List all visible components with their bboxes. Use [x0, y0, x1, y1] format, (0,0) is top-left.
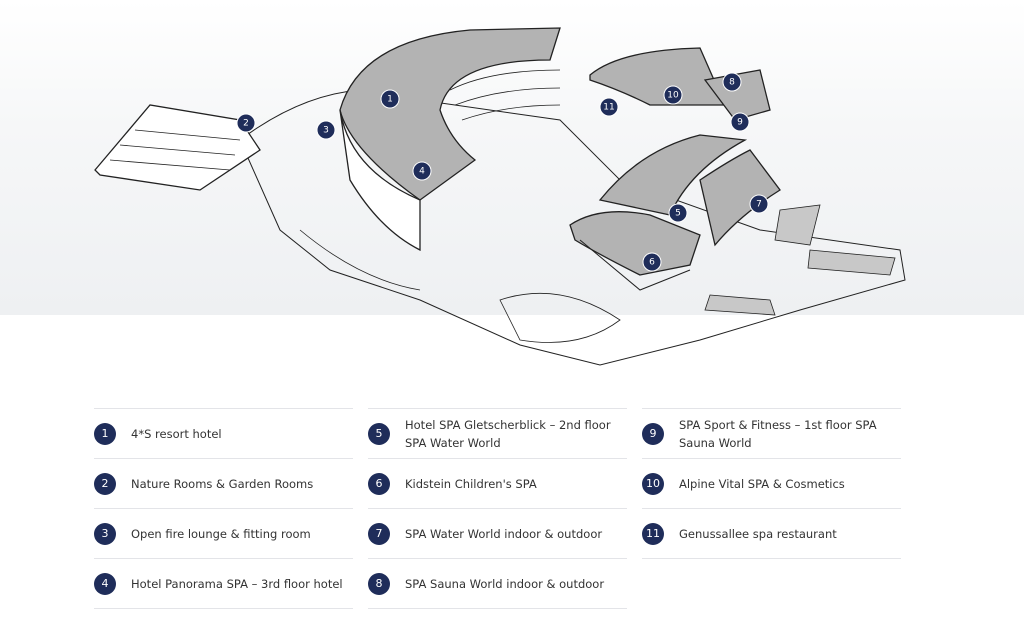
- legend-item: 4 Hotel Panorama SPA – 3rd floor hotel: [94, 558, 353, 609]
- number-badge: 11: [642, 522, 664, 545]
- building-spa-roof-5: [598, 134, 748, 216]
- legend-label: Nature Rooms & Garden Rooms: [131, 476, 314, 491]
- legend-column-3: 9 SPA Sport & Fitness – 1st floor SPA Sau…: [642, 408, 901, 609]
- legend-label: Hotel Panorama SPA – 3rd floor hotel: [131, 576, 343, 591]
- legend-label: Alpine Vital SPA & Cosmetics: [679, 476, 845, 491]
- number-badge: 2: [94, 472, 116, 495]
- building-spa-roof-7: [699, 149, 781, 247]
- number-badge: 6: [368, 472, 390, 495]
- legend-label: Open fire lounge & fitting room: [131, 526, 311, 541]
- number-badge: 1: [94, 422, 116, 445]
- map-marker-1[interactable]: 1: [380, 89, 400, 109]
- legend-label: Kidstein Children's SPA: [405, 476, 537, 491]
- map-marker-7[interactable]: 7: [749, 194, 769, 214]
- legend-item: 2 Nature Rooms & Garden Rooms: [94, 458, 353, 508]
- legend-label: 4*S resort hotel: [131, 426, 222, 441]
- building-spa-roof-8: [703, 69, 771, 121]
- legend-label: Hotel SPA Gletscherblick – 2nd floor SPA…: [405, 417, 611, 450]
- legend-item: 3 Open fire lounge & fitting room: [94, 508, 353, 558]
- legend-column-2: 5 Hotel SPA Gletscherblick – 2nd floor SP…: [368, 408, 627, 609]
- legend-label: SPA Water World indoor & outdoor: [405, 526, 603, 541]
- map-marker-6[interactable]: 6: [642, 252, 662, 272]
- legend-item: 5 Hotel SPA Gletscherblick – 2nd floor SP…: [368, 408, 627, 458]
- map-marker-3[interactable]: 3: [316, 120, 336, 140]
- map-marker-10[interactable]: 10: [663, 85, 683, 105]
- number-badge: 9: [642, 422, 664, 445]
- number-badge: 3: [94, 522, 116, 545]
- number-badge: 5: [368, 422, 390, 445]
- map-marker-11[interactable]: 11: [599, 97, 619, 117]
- map-marker-5[interactable]: 5: [668, 203, 688, 223]
- resort-sketch-map: [94, 27, 906, 366]
- number-badge: 10: [642, 472, 664, 495]
- map-marker-8[interactable]: 8: [722, 72, 742, 92]
- legend-item: 7 SPA Water World indoor & outdoor: [368, 508, 627, 558]
- building-spa-roof-10: [589, 47, 726, 106]
- building-hotel-roof: [339, 27, 561, 201]
- number-badge: 4: [94, 572, 116, 595]
- building-nature-rooms: [94, 104, 261, 191]
- map-legend: 1 4*S resort hotel 2 Nature Rooms & Garden…: [94, 408, 901, 609]
- legend-column-1: 1 4*S resort hotel 2 Nature Rooms & Garden…: [94, 408, 353, 609]
- legend-label: SPA Sport & Fitness – 1st floor SPA Saun…: [679, 417, 877, 450]
- building-hotel-body: [339, 109, 421, 252]
- legend-item: 6 Kidstein Children's SPA: [368, 458, 627, 508]
- number-badge: 8: [368, 572, 390, 595]
- map-marker-2[interactable]: 2: [236, 113, 256, 133]
- legend-label: Genussallee spa restaurant: [679, 526, 837, 541]
- legend-item: 10 Alpine Vital SPA & Cosmetics: [642, 458, 901, 508]
- legend-item: 11 Genussallee spa restaurant: [642, 508, 901, 559]
- legend-label: SPA Sauna World indoor & outdoor: [405, 576, 605, 591]
- map-marker-9[interactable]: 9: [730, 112, 750, 132]
- map-marker-4[interactable]: 4: [412, 161, 432, 181]
- legend-item: 1 4*S resort hotel: [94, 408, 353, 458]
- number-badge: 7: [368, 522, 390, 545]
- legend-item: 8 SPA Sauna World indoor & outdoor: [368, 558, 627, 609]
- outdoor-pool: [704, 204, 896, 316]
- legend-item: 9 SPA Sport & Fitness – 1st floor SPA Sau…: [642, 408, 901, 458]
